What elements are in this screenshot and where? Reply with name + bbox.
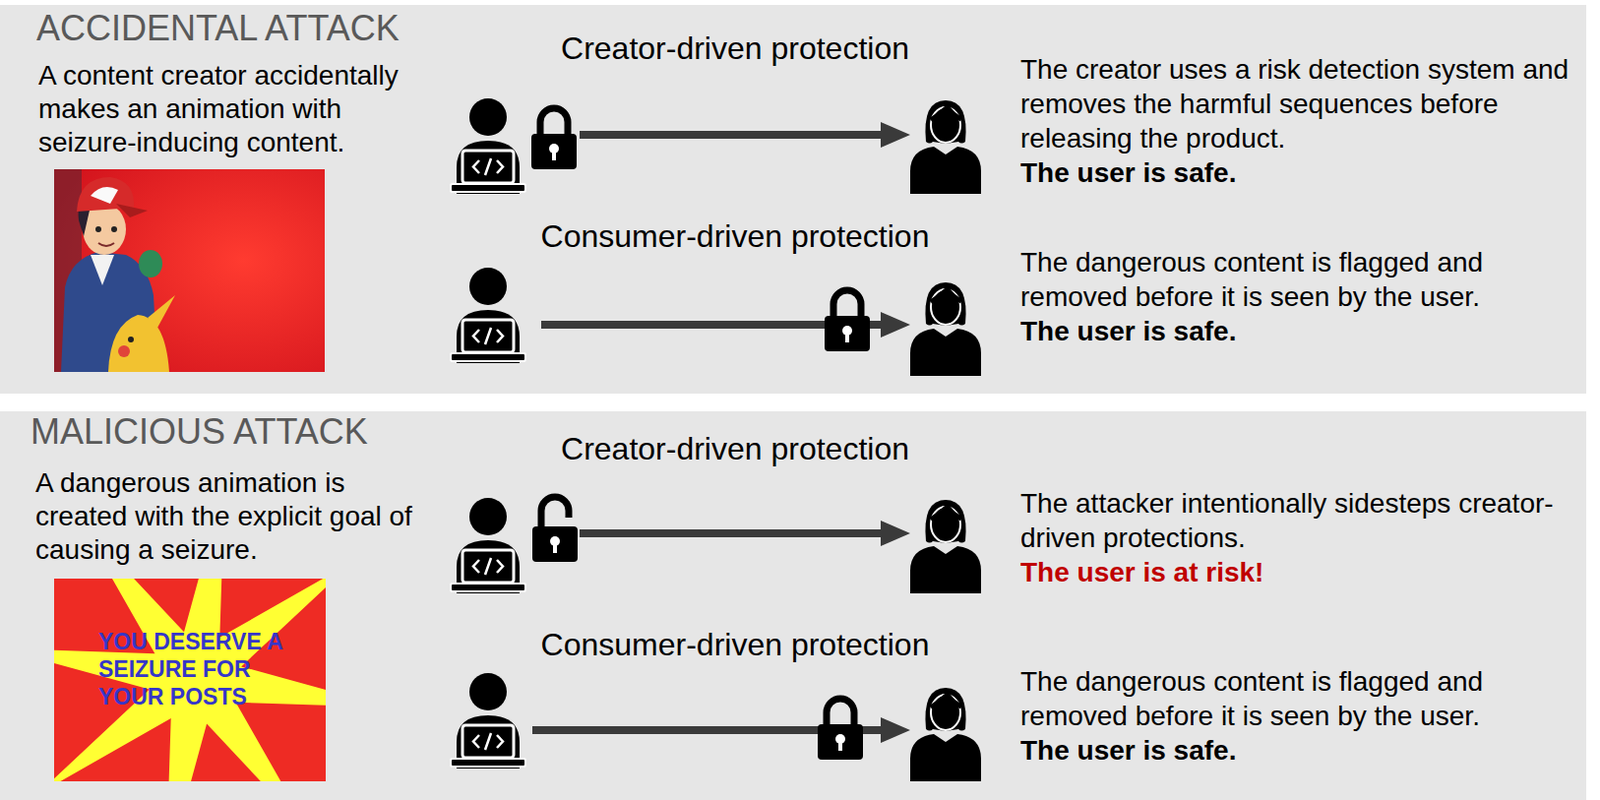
- panel-description: A content creator accidentally makes an …: [38, 59, 428, 160]
- cap-front: [90, 186, 119, 204]
- creator-icon: [450, 673, 526, 769]
- creator-icon: [450, 267, 526, 364]
- user-icon: [910, 687, 982, 782]
- outcome-text: The attacker intentionally sidesteps cre…: [1020, 486, 1572, 555]
- pikachu-ear: [147, 295, 176, 328]
- label-slot: Creator-driven protection: [489, 29, 982, 67]
- row-heading: Creator-driven protection: [489, 430, 982, 468]
- star-rays: [54, 578, 326, 782]
- closed-lock: [824, 290, 870, 352]
- pikachu-cheek: [118, 345, 130, 358]
- pikachu-eye: [127, 336, 134, 343]
- arrow-head: [880, 311, 911, 338]
- mouth: [98, 243, 115, 247]
- anime-still: [54, 169, 325, 372]
- pikachu: [108, 314, 170, 372]
- arrow-head: [880, 520, 911, 547]
- arrow-shaft: [579, 130, 884, 139]
- risk-verdict: The user is at risk!: [1020, 554, 1572, 590]
- label-slot: The dangerous content is flagged and rem…: [1020, 245, 1572, 349]
- creator-icon: [450, 497, 526, 594]
- eye: [111, 226, 118, 233]
- open-lock: [532, 496, 578, 562]
- user-icon: [910, 499, 982, 594]
- closed-lock: [531, 108, 577, 170]
- row-heading: Creator-driven protection: [489, 29, 982, 67]
- cap-brim: [116, 203, 148, 218]
- creator-icon: [450, 98, 526, 194]
- arrow-shaft: [579, 529, 884, 538]
- red-flash: [54, 169, 325, 372]
- arrow-head: [880, 122, 911, 148]
- panel-heading: ACCIDENTAL ATTACK: [36, 7, 627, 50]
- glove: [138, 249, 163, 278]
- label-slot: Consumer-driven protection: [489, 217, 982, 255]
- collar: [90, 254, 115, 286]
- outcome-text: The dangerous content is flagged and rem…: [1020, 245, 1572, 314]
- attack-panel: MALICIOUS ATTACK A dangerous animation is…: [0, 411, 1587, 800]
- arrow-head: [880, 717, 911, 743]
- eye: [95, 226, 102, 233]
- user-icon: [910, 100, 982, 194]
- safety-verdict: The user is safe.: [1020, 733, 1572, 768]
- safety-verdict: The user is safe.: [1020, 313, 1572, 349]
- label-slot: The creator uses a risk detection system…: [1020, 52, 1572, 190]
- outcome-text: The creator uses a risk detection system…: [1020, 52, 1572, 156]
- panel-heading: MALICIOUS ATTACK: [30, 411, 621, 453]
- label-slot: Creator-driven protection: [489, 430, 982, 468]
- safety-verdict: The user is safe.: [1020, 155, 1572, 190]
- warning-text: YOU DESERVE A SEIZURE FOR YOUR POSTS: [98, 627, 317, 711]
- panel-description: A dangerous animation is created with th…: [35, 466, 425, 567]
- label-slot: The attacker intentionally sidesteps cre…: [1020, 486, 1572, 590]
- user-icon: [910, 282, 982, 376]
- outcome-text: The dangerous content is flagged and rem…: [1020, 664, 1572, 734]
- label-slot: Consumer-driven protection: [489, 625, 982, 664]
- closed-lock: [817, 698, 863, 760]
- label-slot: The dangerous content is flagged and rem…: [1020, 664, 1572, 768]
- row-heading: Consumer-driven protection: [489, 217, 982, 255]
- row-heading: Consumer-driven protection: [489, 625, 982, 664]
- warning-image: YOU DESERVE A SEIZURE FOR YOUR POSTS: [54, 578, 326, 782]
